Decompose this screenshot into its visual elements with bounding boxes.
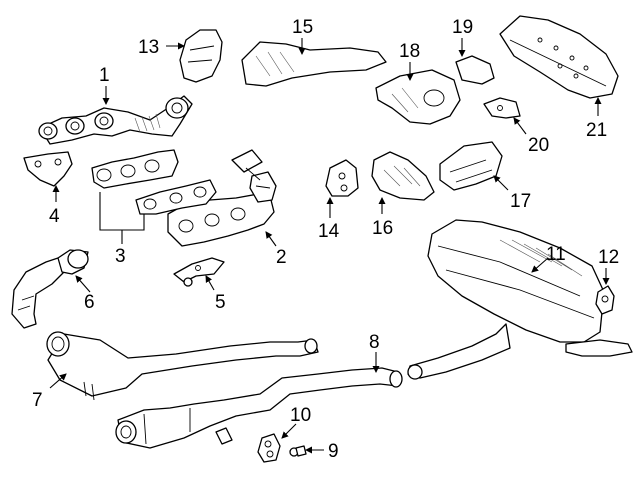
leader-2 xyxy=(265,231,277,247)
part-11-muffler xyxy=(407,219,633,380)
callout-11: 11 xyxy=(546,244,566,265)
part-4-plate xyxy=(23,151,73,187)
part-21-heat-shield xyxy=(499,15,619,99)
callout-13: 13 xyxy=(138,37,159,58)
callout-18: 18 xyxy=(399,41,420,62)
leader-6 xyxy=(75,275,91,293)
callout-17: 17 xyxy=(510,191,531,212)
part-12-hanger xyxy=(595,285,615,315)
leader-lines xyxy=(49,38,610,454)
callout-1: 1 xyxy=(99,65,110,86)
callout-20: 20 xyxy=(528,135,549,156)
callout-10: 10 xyxy=(290,405,311,426)
part-9-bolt xyxy=(289,445,307,457)
part-13-heat-shield xyxy=(179,29,223,83)
leader-10 xyxy=(281,423,297,439)
leader-7 xyxy=(49,373,67,389)
leader-11 xyxy=(531,257,549,273)
part-7-front-pipe xyxy=(46,331,319,401)
part-1-exhaust-manifold xyxy=(38,95,193,145)
callout-4: 4 xyxy=(49,206,60,227)
callout-16: 16 xyxy=(372,218,393,239)
part-3-gaskets xyxy=(91,149,217,215)
callout-21: 21 xyxy=(586,120,607,141)
part-5-bracket xyxy=(173,257,225,287)
part-2-manifold-downpipe xyxy=(167,149,277,247)
part-14-bracket xyxy=(325,159,359,197)
part-18-heat-shield xyxy=(375,69,461,125)
callout-15: 15 xyxy=(292,17,313,38)
leader-17 xyxy=(493,175,509,191)
callout-2: 2 xyxy=(276,247,287,268)
leader-20 xyxy=(513,117,527,135)
part-20-bracket xyxy=(483,97,521,119)
callout-7: 7 xyxy=(32,390,43,411)
leader-5 xyxy=(205,275,215,291)
part-15-heat-shield xyxy=(241,41,387,87)
part-17-heat-shield xyxy=(439,141,503,191)
part-16-heat-shield xyxy=(371,151,435,201)
leader-3-bracket xyxy=(99,192,145,231)
callout-5: 5 xyxy=(215,292,226,313)
callout-8: 8 xyxy=(369,332,380,353)
callout-3: 3 xyxy=(115,246,126,267)
part-19-shield xyxy=(455,55,495,85)
part-6-converter xyxy=(11,249,89,329)
callout-6: 6 xyxy=(84,292,95,313)
part-10-hanger xyxy=(215,427,281,463)
callout-19: 19 xyxy=(452,17,473,38)
callout-9: 9 xyxy=(328,441,339,462)
part-8-intermediate-pipe xyxy=(115,367,403,449)
callout-14: 14 xyxy=(318,221,340,242)
callout-labels: 1 2 3 4 5 6 7 8 9 10 11 12 13 14 15 16 1… xyxy=(32,17,619,462)
callout-12: 12 xyxy=(598,247,619,268)
